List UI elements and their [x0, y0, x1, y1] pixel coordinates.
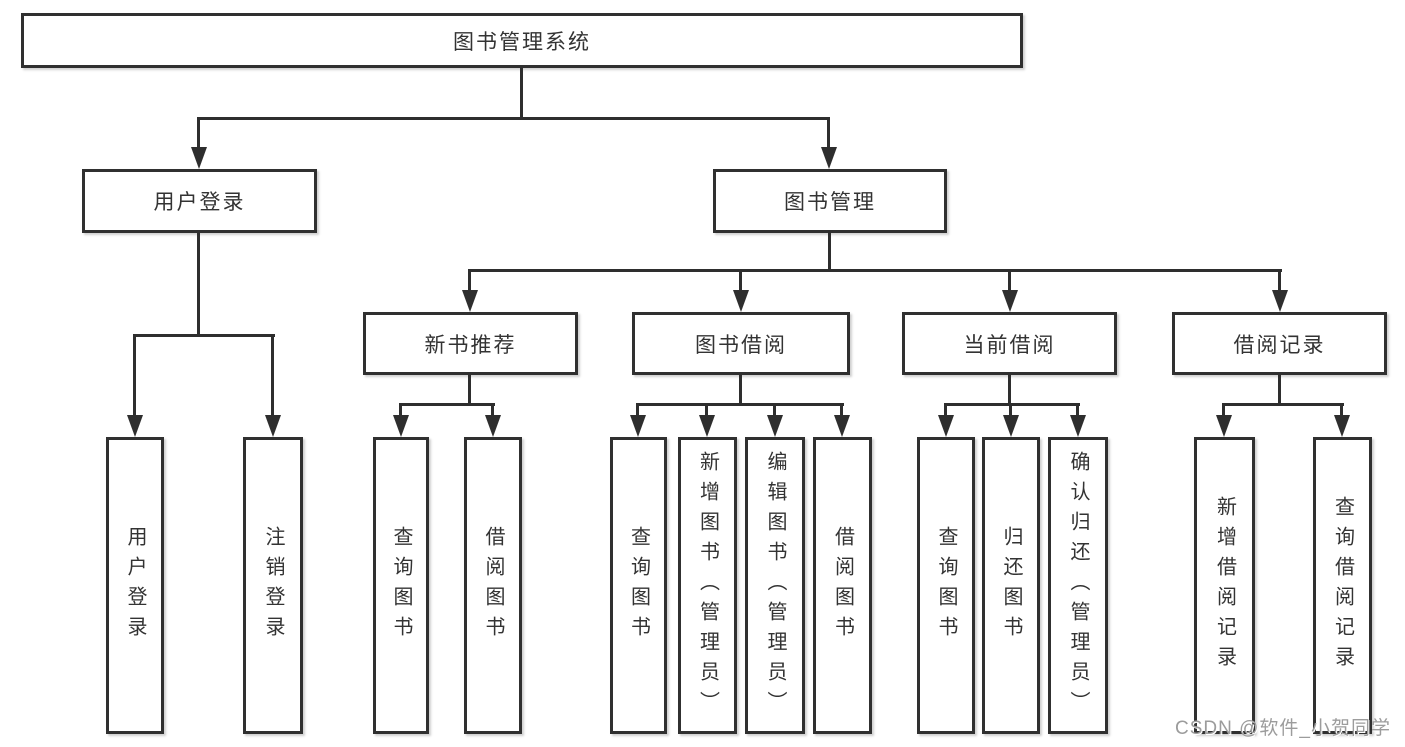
- node-borrow-records-label: 借阅记录: [1233, 333, 1326, 357]
- leaf-add-borrow-record-label: 新增借阅记录: [1213, 495, 1236, 676]
- leaf-return-book: 归还图书: [982, 437, 1040, 734]
- leaf-edit-book-admin-label: 编辑图书（管理员）: [764, 450, 786, 721]
- node-root-label: 图书管理系统: [453, 30, 591, 54]
- node-new-book-recommend-label: 新书推荐: [424, 333, 517, 357]
- edge-arrowhead: [767, 415, 783, 437]
- edge-line: [491, 403, 494, 418]
- leaf-borrow-book-2: 借阅图书: [813, 437, 872, 734]
- edge-line: [705, 403, 708, 418]
- edge-line: [133, 334, 136, 418]
- edge-arrowhead: [1002, 290, 1018, 312]
- leaf-confirm-return-admin: 确认归还（管理员）: [1048, 437, 1108, 734]
- edge-arrowhead: [699, 415, 715, 437]
- edge-arrowhead: [265, 415, 281, 437]
- leaf-confirm-return-admin-label: 确认归还（管理员）: [1067, 450, 1089, 721]
- edge-line: [636, 403, 639, 418]
- edge-arrowhead: [1334, 415, 1350, 437]
- edge-line: [1222, 403, 1225, 418]
- edge-line: [1076, 403, 1079, 418]
- edge-line: [840, 403, 843, 418]
- leaf-add-book-admin: 新增图书（管理员）: [678, 437, 737, 734]
- edge-line: [773, 403, 776, 418]
- edge-arrowhead: [127, 415, 143, 437]
- edge-arrowhead: [1070, 415, 1086, 437]
- edge-line: [468, 373, 471, 406]
- leaf-borrow-book-2-label: 借阅图书: [831, 525, 854, 646]
- leaf-logout: 注销登录: [243, 437, 303, 734]
- edge-line: [468, 269, 1282, 272]
- edge-arrowhead: [1003, 415, 1019, 437]
- leaf-query-book-3: 查询图书: [917, 437, 975, 734]
- leaf-user-login-label: 用户登录: [124, 525, 146, 646]
- edge-line: [399, 403, 402, 418]
- edge-arrowhead: [834, 415, 850, 437]
- leaf-edit-book-admin: 编辑图书（管理员）: [745, 437, 805, 734]
- edge-line: [1222, 403, 1344, 406]
- node-book-management-label: 图书管理: [784, 191, 876, 214]
- node-user-login-label: 用户登录: [153, 191, 246, 214]
- leaf-user-login: 用户登录: [106, 437, 164, 734]
- edge-line: [636, 403, 844, 406]
- leaf-query-book-2-label: 查询图书: [627, 525, 650, 646]
- edge-line: [1008, 373, 1011, 406]
- edge-line: [468, 269, 471, 293]
- edge-line: [197, 233, 200, 337]
- edge-arrowhead: [1272, 290, 1288, 312]
- edge-arrowhead: [733, 290, 749, 312]
- edge-line: [198, 117, 829, 120]
- edge-line: [827, 117, 830, 150]
- leaf-return-book-label: 归还图书: [1000, 525, 1022, 646]
- leaf-borrow-book-1-label: 借阅图书: [482, 525, 504, 646]
- edge-arrowhead: [191, 147, 207, 169]
- leaf-query-book-1: 查询图书: [373, 437, 429, 734]
- edge-arrowhead: [393, 415, 409, 437]
- edge-line: [271, 334, 274, 418]
- leaf-query-borrow-record-label: 查询借阅记录: [1331, 495, 1354, 676]
- edge-line: [1340, 403, 1343, 418]
- edge-line: [197, 117, 200, 150]
- node-current-borrowing-label: 当前借阅: [963, 333, 1056, 357]
- edge-line: [944, 403, 947, 418]
- edge-line: [399, 403, 495, 406]
- edge-line: [1278, 373, 1281, 406]
- leaf-logout-label: 注销登录: [262, 525, 284, 646]
- edge-line: [944, 403, 1080, 406]
- edge-line: [520, 66, 523, 118]
- edge-line: [828, 231, 831, 272]
- leaf-query-borrow-record: 查询借阅记录: [1313, 437, 1372, 734]
- node-borrow-records: 借阅记录: [1172, 312, 1387, 375]
- edge-arrowhead: [821, 147, 837, 169]
- node-current-borrowing: 当前借阅: [902, 312, 1117, 375]
- edge-arrowhead: [1216, 415, 1232, 437]
- edge-line: [739, 373, 742, 406]
- edge-line: [1008, 269, 1011, 293]
- leaf-borrow-book-1: 借阅图书: [464, 437, 522, 734]
- csdn-watermark: CSDN @软件_小贺同学: [1175, 718, 1391, 739]
- node-book-management: 图书管理: [713, 169, 947, 233]
- edge-line: [1278, 269, 1281, 293]
- leaf-add-borrow-record: 新增借阅记录: [1194, 437, 1255, 734]
- edge-line: [1009, 403, 1012, 418]
- node-book-borrowing-label: 图书借阅: [695, 333, 787, 357]
- leaf-query-book-3-label: 查询图书: [935, 525, 957, 646]
- edge-line: [739, 269, 742, 293]
- node-book-borrowing: 图书借阅: [632, 312, 850, 375]
- edge-arrowhead: [485, 415, 501, 437]
- node-user-login: 用户登录: [82, 169, 317, 233]
- leaf-add-book-admin-label: 新增图书（管理员）: [696, 450, 719, 721]
- edge-arrowhead: [462, 290, 478, 312]
- edge-line: [133, 334, 275, 337]
- edge-arrowhead: [630, 415, 646, 437]
- leaf-query-book-2: 查询图书: [610, 437, 667, 734]
- node-new-book-recommend: 新书推荐: [363, 312, 578, 375]
- edge-arrowhead: [938, 415, 954, 437]
- node-root: 图书管理系统: [21, 13, 1023, 68]
- leaf-query-book-1-label: 查询图书: [390, 525, 412, 646]
